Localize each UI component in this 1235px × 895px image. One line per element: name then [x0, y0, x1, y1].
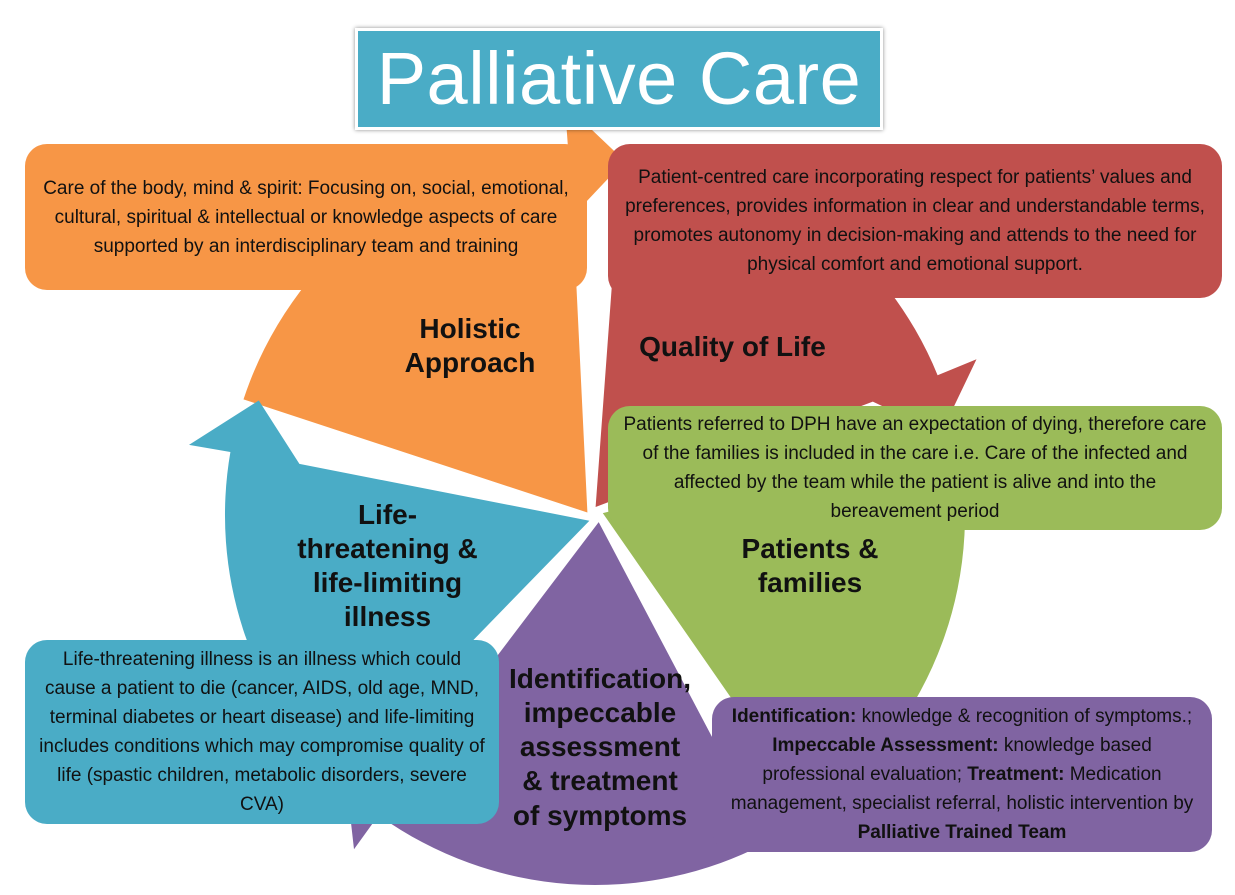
families-description-box: Patients referred to DPH have an expecta…	[608, 406, 1222, 530]
symptoms-label: Identification, impeccable assessment & …	[509, 663, 691, 831]
quality-description-box: Patient-centred care incorporating respe…	[608, 144, 1222, 298]
treatment-label: Treatment:	[967, 764, 1065, 785]
illness-description: Life-threatening illness is an illness w…	[39, 649, 485, 815]
title-banner: Palliative Care	[355, 28, 883, 130]
illness-label: Life- threatening & life-limiting illnes…	[297, 499, 478, 633]
page-title: Palliative Care	[376, 37, 862, 120]
quality-label: Quality of Life	[639, 331, 826, 362]
assessment-label: Impeccable Assessment:	[772, 735, 999, 756]
quality-description: Patient-centred care incorporating respe…	[625, 167, 1205, 275]
symptoms-description-box: Identification: knowledge & recognition …	[712, 697, 1212, 852]
holistic-description: Care of the body, mind & spirit: Focusin…	[43, 177, 569, 257]
holistic-label: Holistic Approach	[404, 313, 536, 379]
identification-label: Identification:	[731, 706, 857, 727]
families-description: Patients referred to DPH have an expecta…	[623, 414, 1207, 522]
symptoms-description: Identification: knowledge & recognition …	[730, 706, 1194, 843]
holistic-description-box: Care of the body, mind & spirit: Focusin…	[25, 144, 587, 290]
families-label: Patients & families	[741, 533, 879, 599]
team-label: Palliative Trained Team	[857, 822, 1067, 843]
illness-description-box: Life-threatening illness is an illness w…	[25, 640, 499, 824]
